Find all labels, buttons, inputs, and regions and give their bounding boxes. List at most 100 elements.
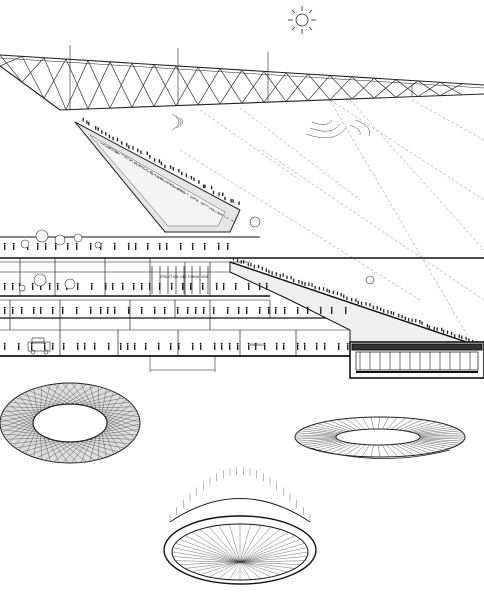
spectator (336, 291, 339, 296)
person-head (315, 342, 318, 345)
mesh-strut (101, 413, 141, 423)
stipple-dot (180, 189, 182, 191)
canopy-cable (175, 560, 241, 563)
spectator (426, 324, 429, 328)
stipple-dot (151, 173, 153, 175)
stipple-dot (160, 178, 162, 180)
mesh-strut (15, 397, 56, 406)
stipple-dot (166, 181, 168, 183)
stipple-dot (163, 180, 165, 182)
stipple-dot (190, 195, 192, 197)
stipple-dot (147, 170, 149, 172)
person (177, 309, 179, 314)
spectator (390, 311, 392, 315)
mesh-strut (0, 415, 36, 428)
mesh-strut (47, 383, 60, 408)
person-head (119, 342, 122, 345)
stipple-dot (145, 169, 147, 171)
canopy-cable (229, 524, 241, 563)
canopy-cable (239, 561, 271, 578)
person-head (76, 342, 79, 345)
person-head (186, 306, 189, 309)
stipple-dot (104, 144, 106, 146)
bowl-rib (323, 442, 350, 453)
person (149, 285, 151, 290)
stipple-dot (136, 164, 138, 166)
spectator (383, 309, 385, 313)
person-head (3, 242, 6, 245)
stipple-dot (205, 204, 207, 206)
sight-lines (179, 99, 484, 341)
person (264, 345, 266, 350)
canopy-cable (239, 543, 305, 563)
person (213, 309, 215, 314)
bowl-rib (306, 440, 342, 448)
person-head (39, 306, 42, 309)
person-head (303, 342, 306, 345)
stipple-dot (117, 152, 119, 154)
roof-truss (0, 54, 484, 111)
truss-member (219, 68, 243, 104)
person (12, 285, 14, 290)
spectator (153, 158, 156, 162)
stipple-dot (125, 156, 127, 158)
mesh-strut (19, 427, 35, 451)
truss-member (307, 75, 331, 101)
spectator (301, 281, 303, 285)
person-head (153, 306, 156, 309)
stipple-dot (109, 147, 111, 149)
stipple-dot (116, 151, 117, 153)
stipple-dot (164, 180, 166, 182)
canopy-lines (169, 467, 311, 580)
spectator (308, 282, 310, 286)
person-head (126, 342, 129, 345)
person (248, 285, 250, 290)
mesh-strut (21, 393, 61, 405)
bowl-rib (411, 425, 449, 433)
canopy-cable (239, 547, 308, 563)
spectator (428, 325, 430, 329)
person-head (99, 306, 102, 309)
person (12, 309, 14, 314)
person (114, 309, 116, 314)
person-head (51, 306, 54, 309)
stipple-dot (127, 157, 129, 159)
spectator (164, 164, 166, 169)
bowl-rib (419, 437, 465, 440)
bowl-rib (414, 426, 454, 434)
person (105, 285, 107, 290)
mesh-strut (43, 436, 51, 462)
bowl-rib (296, 432, 337, 436)
person-head (11, 282, 14, 285)
person-head (157, 342, 160, 345)
stipple-dot (172, 185, 174, 186)
stipple-dot (129, 159, 131, 161)
mesh-strut (106, 399, 127, 421)
spectator (419, 320, 421, 324)
annotations: STRUCTURE DES FONDATIONS PARKING (160, 275, 265, 347)
person-head (215, 282, 218, 285)
truss-member (153, 65, 177, 107)
spectator (411, 318, 413, 323)
spectator (112, 136, 114, 141)
stipple-dot (204, 203, 205, 205)
stipple-dot (195, 199, 197, 201)
spectator (86, 120, 88, 124)
bowl-rib (370, 444, 374, 457)
bowl-rib (323, 421, 350, 432)
stipple-dot (201, 203, 203, 205)
person (307, 309, 309, 314)
canopy-cable (239, 525, 262, 563)
spectator (290, 275, 292, 280)
stipple-dot (143, 168, 145, 170)
spectator (193, 177, 195, 182)
person (345, 309, 347, 314)
canopy-cable (239, 529, 281, 563)
person (178, 345, 180, 350)
person-head (66, 242, 69, 245)
person (276, 345, 278, 350)
truss-member (21, 56, 45, 99)
stipple-dot (147, 169, 148, 171)
stipple-dot (177, 188, 179, 190)
bowl-rib (329, 443, 354, 454)
